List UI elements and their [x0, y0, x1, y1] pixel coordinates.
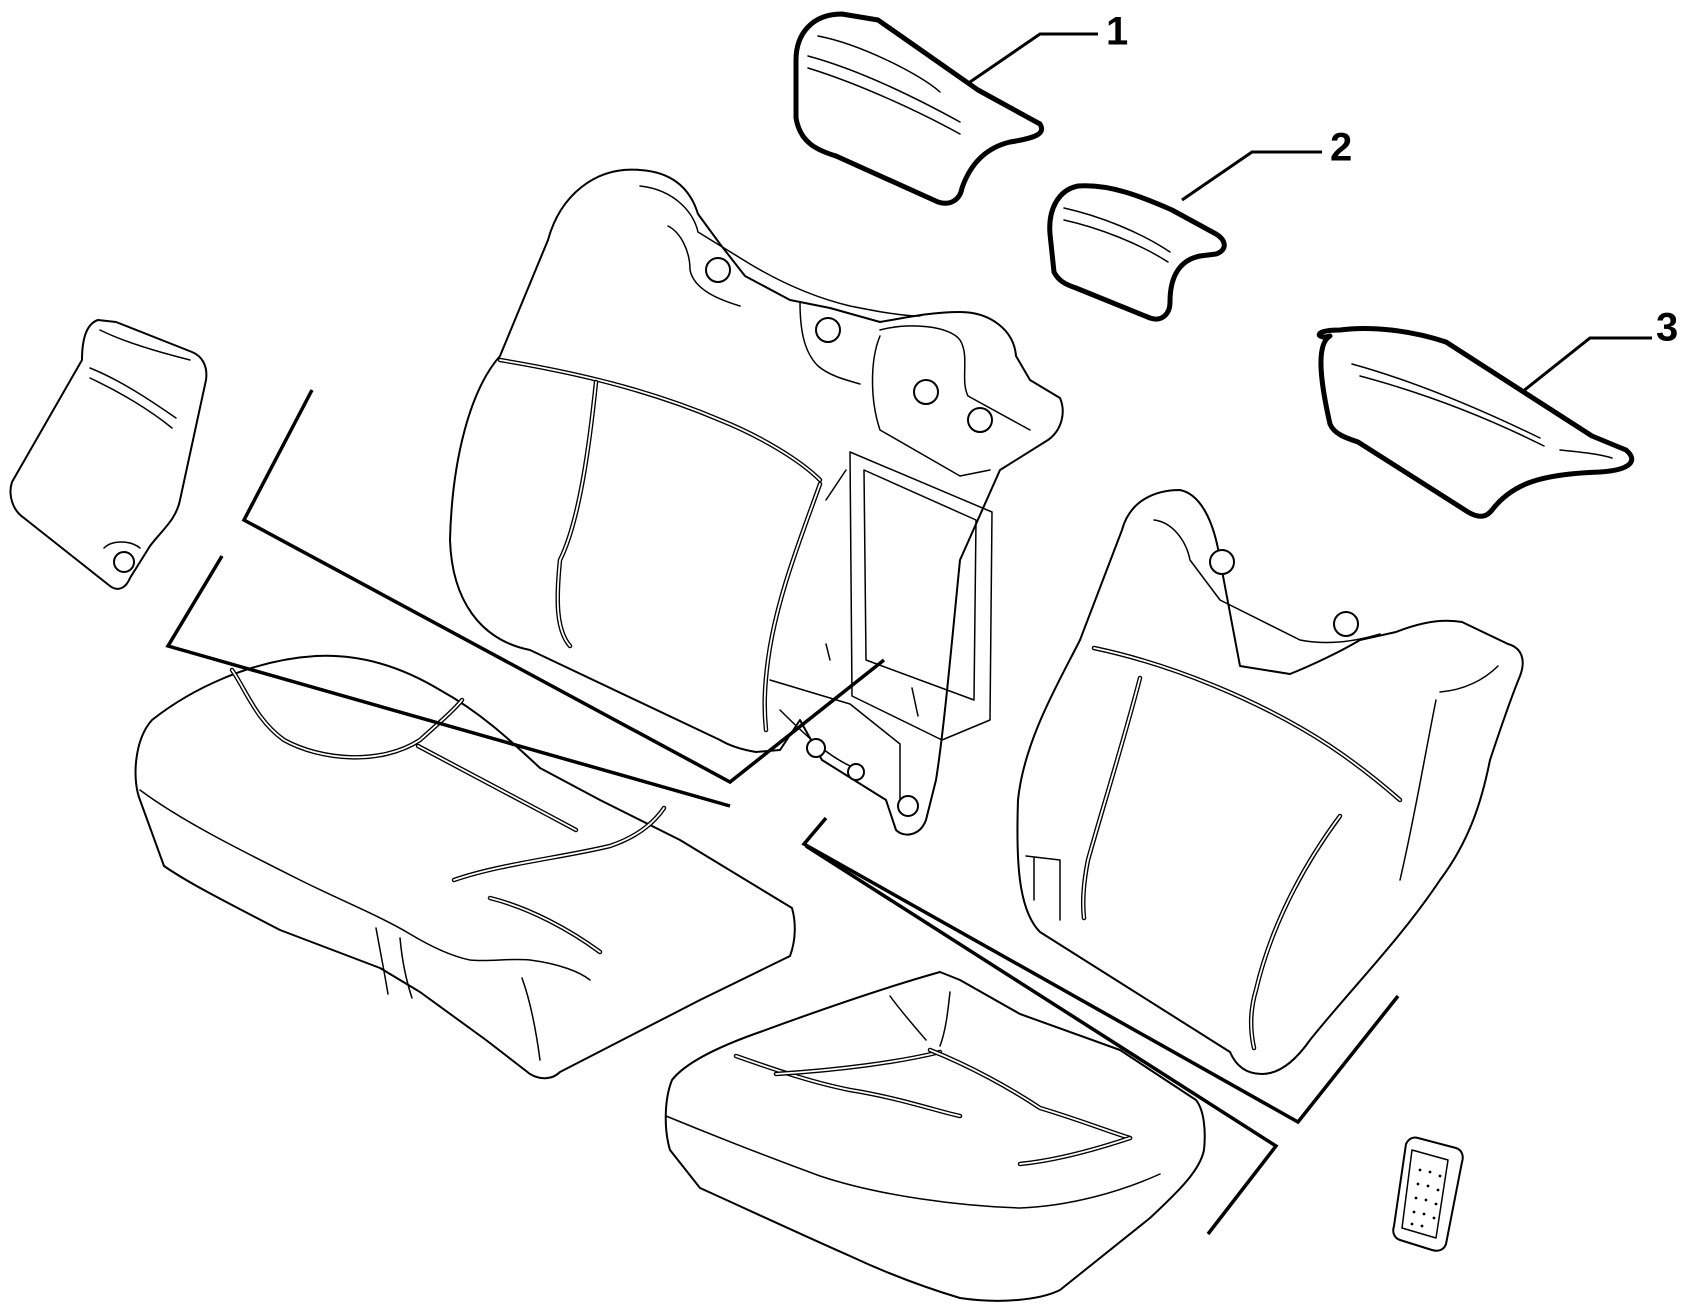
callout-2: 2: [1181, 126, 1352, 202]
callout-1: 1: [969, 10, 1128, 84]
callout-3: 3: [1521, 306, 1678, 394]
armrest-cover[interactable]: [9, 319, 208, 590]
headrest-guide-hole: [815, 317, 841, 343]
headrest-cover-3[interactable]: [1316, 326, 1634, 519]
group-bracket-seat-back: [241, 389, 886, 785]
seat-back-large[interactable]: [449, 168, 1064, 836]
group-bracket-right-back: [801, 816, 1400, 1125]
headrest-guide-hole: [913, 379, 939, 405]
group-bracket-seat-cushion: [165, 555, 731, 808]
group-bracket-right-cushion: [805, 844, 1279, 1236]
callout-label-2: 2: [1330, 126, 1352, 170]
headrest-cover-1[interactable]: [793, 11, 1044, 206]
armrest-pivot-hole: [113, 551, 135, 573]
headrest-guide-hole: [1209, 549, 1235, 575]
headrest-cover-2[interactable]: [1047, 183, 1227, 322]
anchor-hole: [847, 763, 865, 781]
headrest-guide-hole: [967, 407, 993, 433]
tag-texture: [1410, 1168, 1442, 1228]
seat-cushion-small[interactable]: [664, 971, 1206, 1302]
headrest-guide-hole: [705, 257, 731, 283]
seat-back-small[interactable]: [1016, 489, 1524, 1075]
headrest-guide-hole: [1333, 611, 1359, 637]
latch-pivot: [897, 795, 919, 817]
anchor-hole: [806, 738, 826, 758]
label-tag: [1392, 1136, 1464, 1252]
seat-cushion-large[interactable]: [134, 654, 796, 1080]
callout-label-3: 3: [1656, 306, 1678, 350]
callout-label-1: 1: [1106, 10, 1128, 54]
